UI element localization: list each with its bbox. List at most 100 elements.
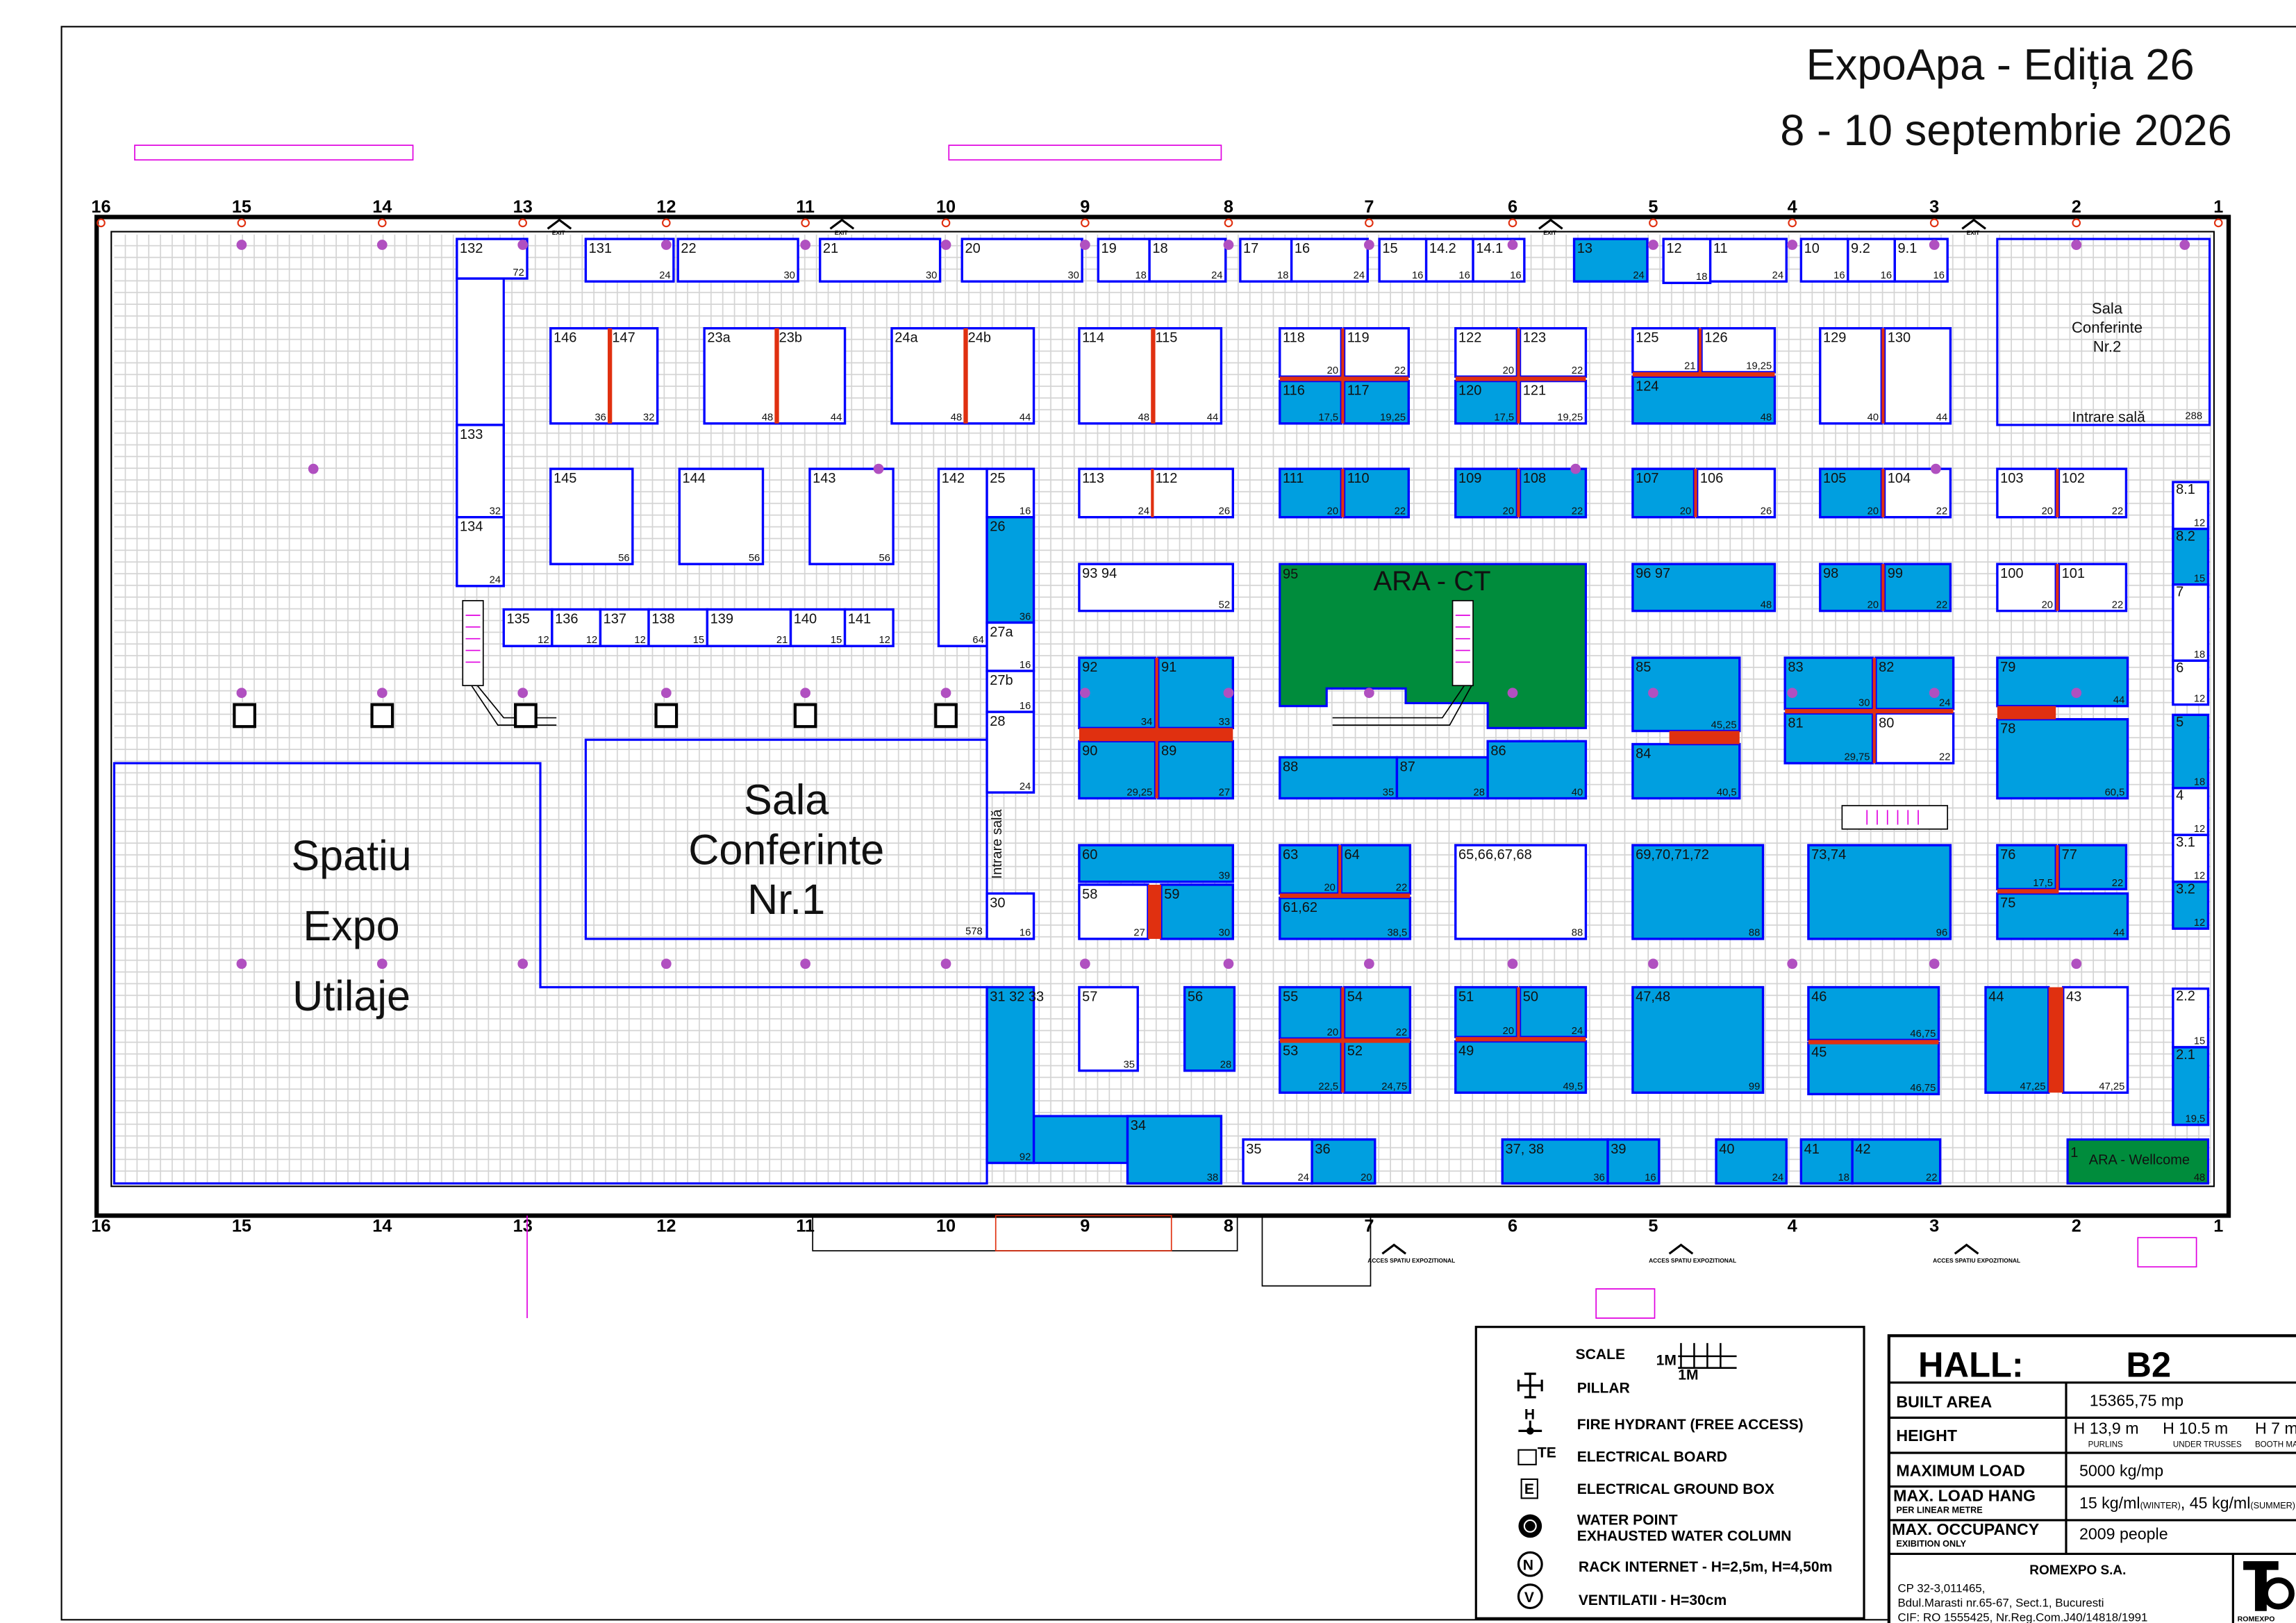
stand-9.1[interactable]: 9.116: [1893, 238, 1949, 283]
stand-4[interactable]: 412: [2172, 787, 2210, 836]
stand-7[interactable]: 718: [2172, 583, 2210, 663]
stand-6[interactable]: 612: [2172, 659, 2210, 706]
stand-3.2[interactable]: 3.212: [2172, 881, 2210, 930]
stand-95-ara-ct[interactable]: 95 ARA - CT: [1279, 563, 1587, 729]
stand-2.1[interactable]: 2.119,5: [2172, 1046, 2210, 1126]
stand-3.1[interactable]: 3.112: [2172, 833, 2210, 883]
stand-8.2[interactable]: 8.215: [2172, 527, 2210, 586]
stand-9.2[interactable]: 9.216: [1847, 238, 1896, 283]
conference-room-1[interactable]: [584, 738, 988, 940]
stand-1-ara-wellcome[interactable]: 1 ARA - Wellcome 48: [2066, 1138, 2210, 1185]
conference-room-2[interactable]: [1996, 238, 2211, 426]
